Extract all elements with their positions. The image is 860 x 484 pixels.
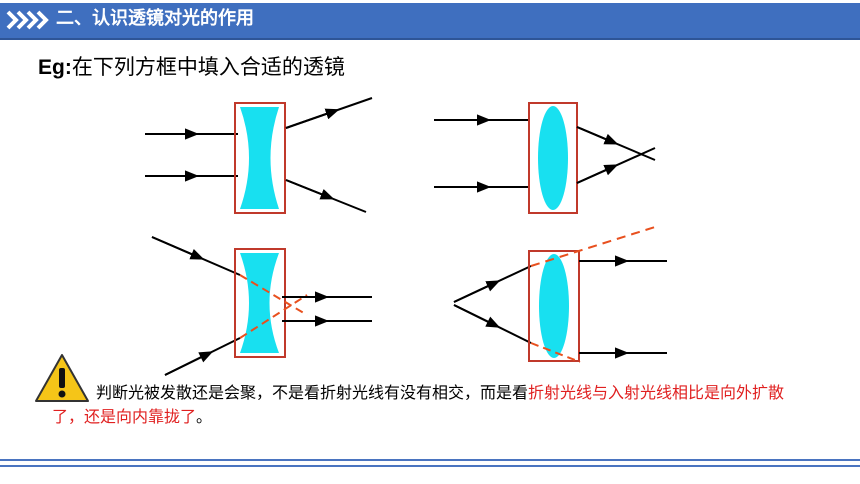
footer-line-top (0, 459, 860, 461)
lens-frame (234, 102, 286, 214)
header-underline (0, 38, 860, 40)
lens-frame (528, 250, 580, 362)
panel-concave-crossing (151, 236, 372, 376)
panel-concave-diverging (145, 97, 373, 214)
warning-icon (35, 354, 89, 402)
panel-convex-parallel (453, 226, 667, 363)
example-text: 在下列方框中填入合适的透镜 (71, 55, 345, 79)
note-end: 。 (196, 407, 213, 426)
concave-lens (240, 253, 279, 353)
example-prefix: Eg: (38, 56, 72, 79)
note-highlight: 折射光线与入射光线相比是向外扩散了，还是向内靠拢了 (52, 383, 785, 426)
panel-convex-converging (434, 102, 656, 214)
note-part1: 判断光被发散还是会聚，不是看折射光线有没有相交，而是看 (96, 383, 529, 402)
convex-lens (538, 106, 568, 210)
note-text: 判断光被发散还是会聚，不是看折射光线有没有相交，而是看折射光线与入射光线相比是向… (52, 381, 812, 429)
section-title: 二、认识透镜对光的作用 (56, 8, 254, 29)
concave-lens (240, 107, 279, 209)
chevron-right-icon (6, 10, 49, 30)
convex-lens (539, 254, 569, 358)
header-bar (0, 3, 860, 38)
lens-frame (528, 102, 578, 214)
section-header: 二、认识透镜对光的作用 (0, 0, 860, 42)
footer-line-bottom (0, 465, 860, 467)
example-prompt: Eg:在下列方框中填入合适的透镜 (38, 52, 345, 83)
